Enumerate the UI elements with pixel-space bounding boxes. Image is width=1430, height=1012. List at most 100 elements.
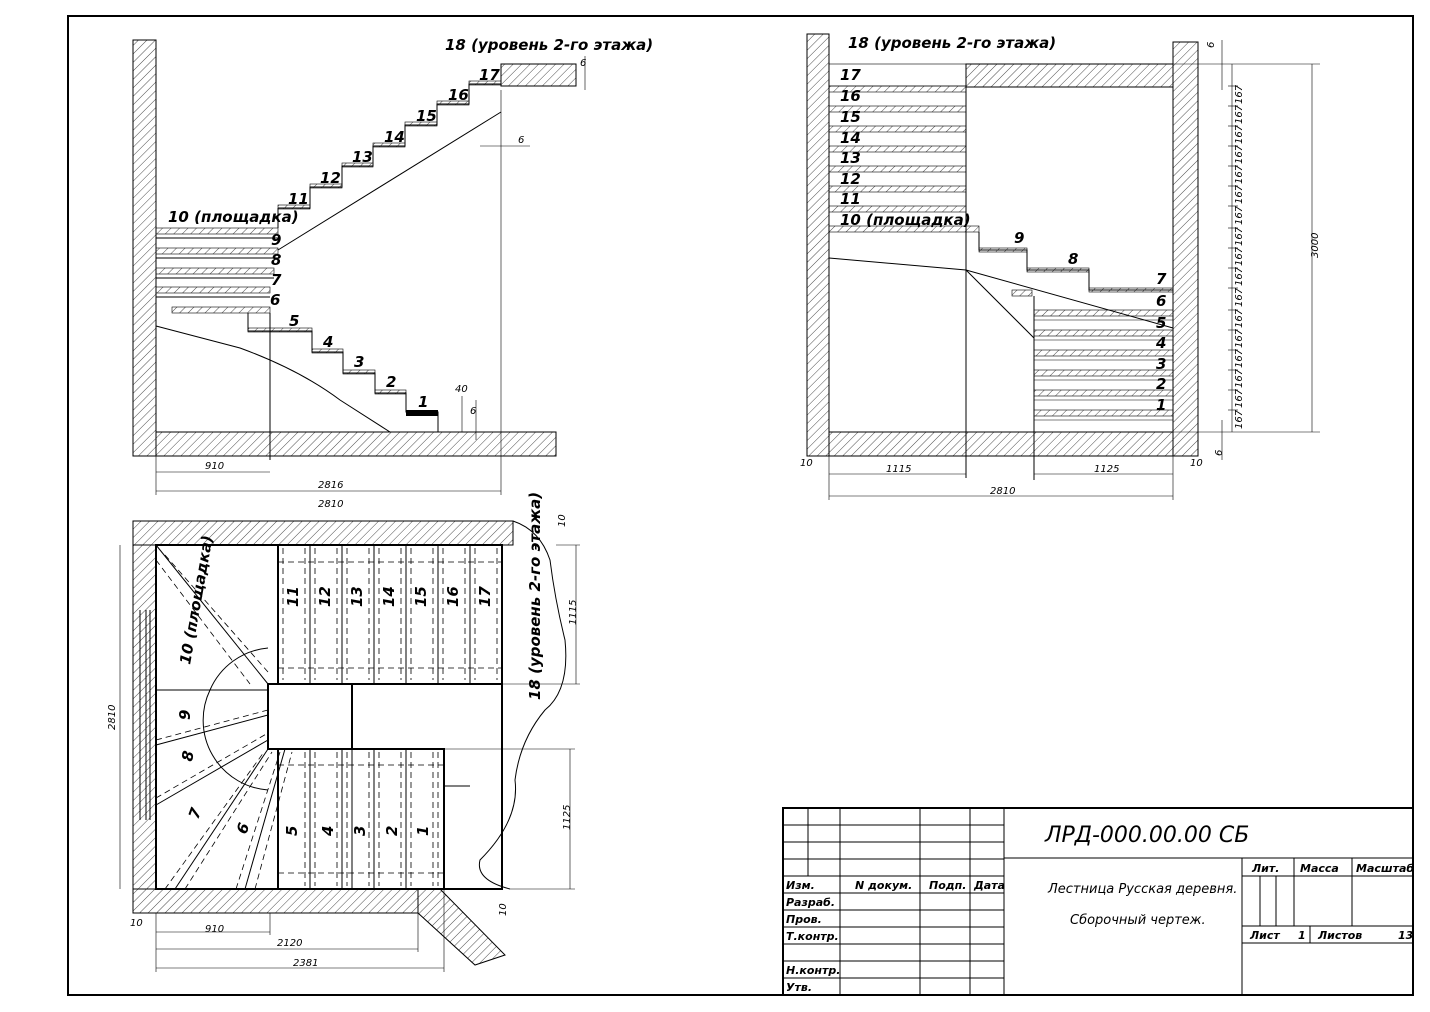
step-11: 11 [288,190,309,208]
dim-2810-right: 2810 [990,486,1015,497]
step-7: 7 [271,271,282,289]
left-wall [132,39,157,457]
step-16: 16 [448,86,469,104]
right-view-floor [828,431,1174,457]
side-view-right: 1671671671671671671671671671671671671671… [800,33,1321,500]
p-step-7: 7 [185,805,206,821]
col-data: Дата [973,879,1005,892]
dim-3000: 3000 [1310,233,1321,258]
step-9: 9 [271,231,281,249]
p-step-16: 16 [444,586,462,607]
p-step-3: 3 [351,826,369,836]
dim-6-top: 6 [580,58,586,69]
lower-stack [1033,309,1174,421]
title-line-1: Лестница Русская деревня. [1047,882,1237,897]
r-step-13: 13 [840,149,861,167]
p-step-2: 2 [383,826,401,836]
r-step-2: 2 [1156,375,1166,393]
floor-slab [155,431,557,457]
dim-6-bottom: 6 [470,406,476,417]
upper-stack [828,63,980,233]
p-step-8: 8 [178,749,198,762]
row-razrab: Разраб. [786,896,835,909]
p-step-4: 4 [319,826,337,837]
dim-1125-right: 1125 [1094,464,1119,475]
list-number: 1 [1298,929,1306,942]
p-step-15: 15 [412,586,430,607]
r-step-6: 6 [1156,292,1166,310]
step-5: 5 [289,312,299,330]
plan-bottom-wall [132,888,419,914]
riser-dim-label: 167 [1234,246,1245,266]
dim-1125-plan: 1125 [562,805,573,830]
riser-ticks [1228,85,1238,411]
dim-2120: 2120 [277,938,302,949]
dim-2810-plan: 2810 [107,705,118,730]
riser-dim-label: 167 [1234,184,1245,204]
col-izm: Изм. [786,879,815,892]
r-step-15: 15 [840,108,861,126]
title-block: ЛРД-000.00.00 СБ Лестница Русская деревн… [782,807,1414,996]
window [139,610,151,820]
step-3: 3 [354,353,364,371]
riser-dim-label: 167 [1234,308,1245,328]
right-view-right-wall [1172,41,1199,457]
riser-dim-label: 167 [1234,205,1245,225]
listov-label: Листов [1317,929,1362,942]
p-step-9: 9 [176,710,194,720]
landing-label-left: 10 (площадка) [168,208,299,226]
step-14: 14 [384,128,405,146]
upper-slab [500,63,577,87]
riser-dim-label: 167 [1234,368,1245,388]
riser-dim-label: 167 [1234,84,1245,104]
p-step-13: 13 [348,586,366,607]
massa-label: Масса [1300,862,1339,875]
dim-1115-right: 1115 [886,464,911,475]
p-step-1: 1 [414,826,432,836]
r-step-4: 4 [1155,334,1166,352]
lower-treads [247,327,438,416]
r-step-8: 8 [1068,250,1078,268]
riser-dim-label: 167 [1234,124,1245,144]
right-view-left-wall [806,33,830,457]
riser-dim-label: 167 [1234,104,1245,124]
listov-number: 13 [1398,929,1414,942]
dim-6-right-top: 6 [1206,42,1217,48]
upper-treads [277,80,502,210]
r-step-1: 1 [1156,396,1166,414]
p-step-5: 5 [283,826,301,836]
landing-stack [155,227,279,314]
r-step-17: 17 [840,66,861,84]
riser-dim-label: 167 [1234,388,1245,408]
plan-view: 10 (площадка) 18 (уровень 2-го этажа) 11… [107,492,580,972]
dim-10-plan-c: 10 [130,918,143,929]
dim-10-plan-a: 10 [557,514,568,527]
sheet-frame [67,15,1414,996]
col-ndoc: N докум. [855,879,912,892]
landing-label-right: 10 (площадка) [840,211,971,229]
riser-dim-label: 167 [1234,164,1245,184]
riser-dim-label: 167 [1234,348,1245,368]
dim-6-stringer: 6 [518,135,524,146]
row-prov: Пров. [786,913,822,926]
dim-10-right-a: 10 [800,458,813,469]
r-step-14: 14 [840,129,861,147]
r-step-12: 12 [840,170,861,188]
plan-top-wall [132,520,514,546]
p-step-12: 12 [316,586,334,607]
level-label-left: 18 (уровень 2-го этажа) [445,36,653,54]
r-step-16: 16 [840,87,861,105]
plan-lower-flight [277,684,470,890]
riser-dim-label: 167 [1234,328,1245,348]
r-step-9: 9 [1014,229,1024,247]
masshtab-label: Масштаб [1356,862,1414,875]
dim-10-right-b: 10 [1190,458,1203,469]
p-step-6: 6 [233,820,253,836]
side-view-left: 18 (уровень 2-го этажа) 10 (площадка) 11… [132,36,653,510]
dim-2816: 2816 [318,480,343,491]
dim-2810-left: 2810 [318,499,343,510]
dim-6-right-bottom: 6 [1214,450,1225,456]
riser-dim-label: 167 [1234,287,1245,307]
plan-left-wall [132,544,157,890]
dim-910-plan: 910 [205,924,224,935]
